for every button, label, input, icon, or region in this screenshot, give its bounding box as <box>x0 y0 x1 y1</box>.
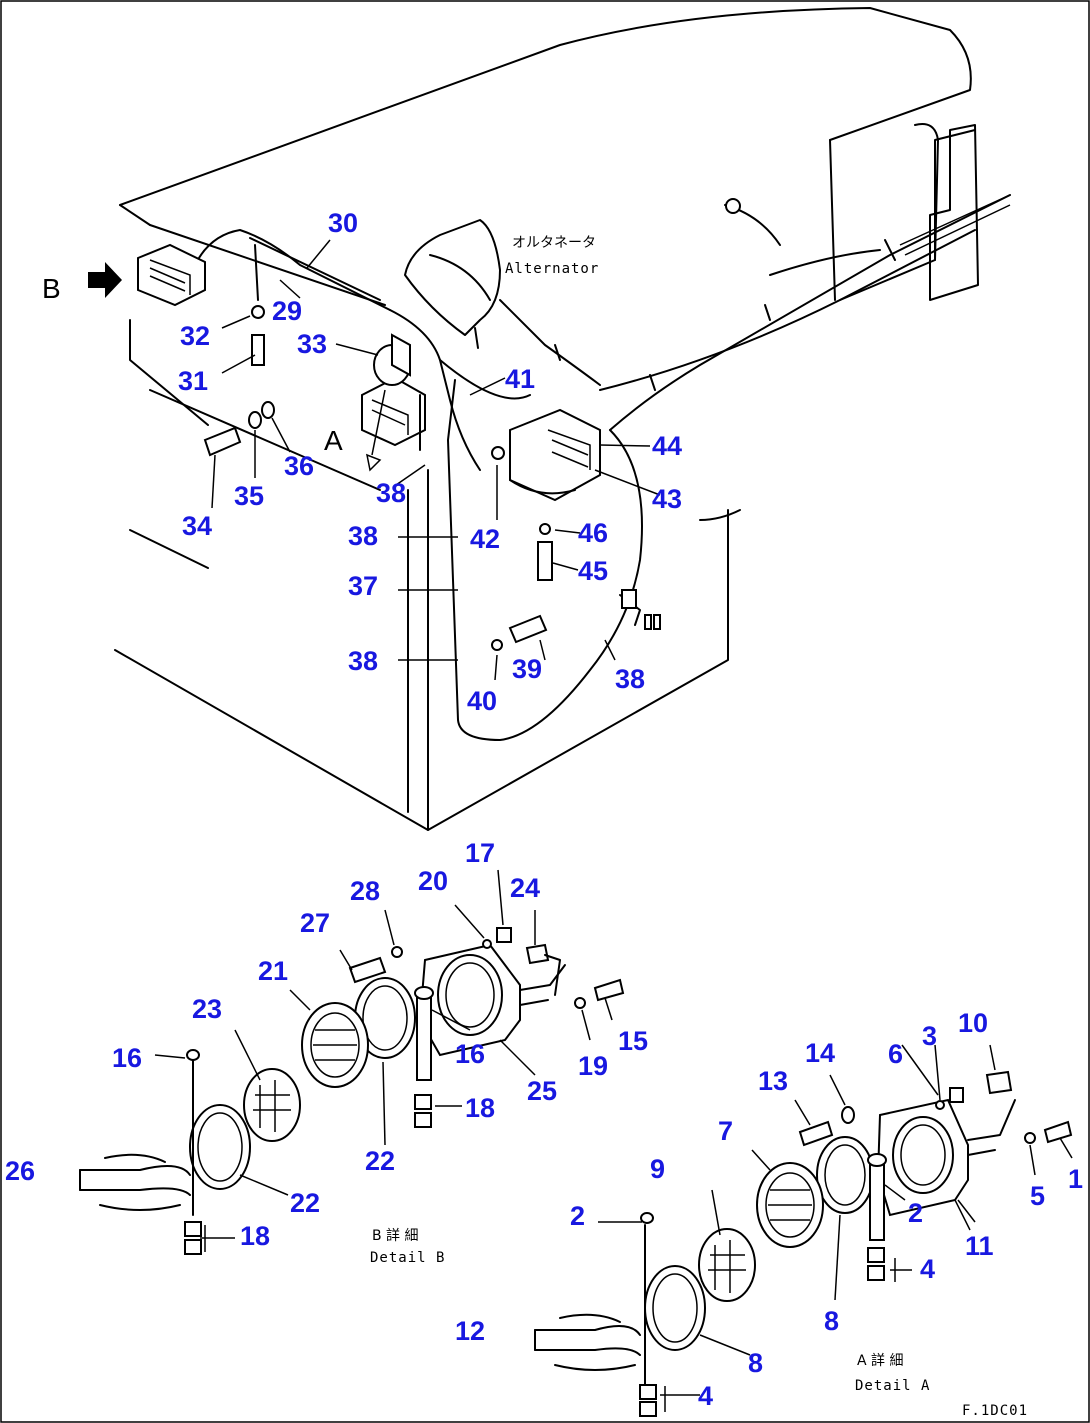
view-marker-b: B <box>42 262 122 304</box>
callout-5: 5 <box>1030 1181 1045 1211</box>
detail-a-caption-en: Detail A <box>855 1378 930 1394</box>
callout-33: 33 <box>297 329 327 359</box>
callout-18: 18 <box>240 1221 270 1251</box>
callout-22: 22 <box>290 1188 320 1218</box>
callout-38: 38 <box>348 521 378 551</box>
callout-2: 2 <box>908 1198 923 1228</box>
callout-39: 39 <box>512 654 542 684</box>
figure-code: F.1DC01 <box>962 1403 1028 1419</box>
callout-31: 31 <box>178 366 208 396</box>
body-fasteners <box>203 305 553 651</box>
detail-b-assembly <box>79 927 625 1255</box>
callout-4: 4 <box>920 1254 935 1284</box>
callout-13: 13 <box>758 1066 788 1096</box>
view-b-letter: B <box>42 273 61 304</box>
detail-b-caption-en: Detail B <box>370 1250 445 1266</box>
callout-numbers: 1 2 2 3 4 4 5 6 7 8 8 9 10 11 12 13 14 1… <box>5 208 1083 1411</box>
callout-44: 44 <box>652 431 682 461</box>
callout-11: 11 <box>965 1231 994 1261</box>
detail-a-caption-jp: A 詳 細 <box>857 1353 903 1369</box>
callout-9: 9 <box>650 1154 665 1184</box>
view-a-letter: A <box>324 425 343 456</box>
callout-8: 8 <box>748 1348 763 1378</box>
callout-20: 20 <box>418 866 448 896</box>
callout-12: 12 <box>455 1316 485 1346</box>
callout-38: 38 <box>348 646 378 676</box>
alternator-label-en: Alternator <box>505 261 599 277</box>
callout-7: 7 <box>718 1116 733 1146</box>
callout-28: 28 <box>350 876 380 906</box>
callout-21: 21 <box>258 956 288 986</box>
callout-6: 6 <box>888 1039 903 1069</box>
callout-29: 29 <box>272 296 302 326</box>
callout-15: 15 <box>618 1026 648 1056</box>
callout-2: 2 <box>570 1201 585 1231</box>
horn <box>509 408 601 502</box>
callout-42: 42 <box>470 524 500 554</box>
callout-27: 27 <box>300 908 330 938</box>
work-lamp-center <box>361 333 426 451</box>
callout-24: 24 <box>510 873 540 903</box>
callout-46: 46 <box>578 518 608 548</box>
callout-45: 45 <box>578 556 608 586</box>
machine-body <box>114 7 1011 831</box>
callout-40: 40 <box>467 686 497 716</box>
detail-b-caption-jp: B 詳 細 <box>372 1228 419 1244</box>
callout-8: 8 <box>824 1306 839 1336</box>
callout-41: 41 <box>505 364 535 394</box>
callout-1: 1 <box>1068 1164 1083 1194</box>
callout-43: 43 <box>652 484 682 514</box>
callout-26: 26 <box>5 1156 35 1186</box>
callout-38: 38 <box>376 478 406 508</box>
callout-17: 17 <box>465 838 495 868</box>
callout-23: 23 <box>192 994 222 1024</box>
callout-14: 14 <box>805 1038 835 1068</box>
callout-38: 38 <box>615 664 645 694</box>
callout-36: 36 <box>284 451 314 481</box>
callout-4: 4 <box>698 1381 713 1411</box>
callout-22: 22 <box>365 1146 395 1176</box>
wiring-harness <box>194 194 1011 741</box>
callout-10: 10 <box>958 1008 988 1038</box>
callout-3: 3 <box>922 1021 937 1051</box>
callout-35: 35 <box>234 481 264 511</box>
callout-19: 19 <box>578 1051 608 1081</box>
alternator-label-jp: オルタネータ <box>512 235 596 251</box>
arrow-right-icon <box>88 262 122 298</box>
detail-a-assembly <box>534 1070 1073 1417</box>
callout-32: 32 <box>180 321 210 351</box>
callout-30: 30 <box>328 208 358 238</box>
callout-16: 16 <box>455 1039 485 1069</box>
work-lamp-left <box>137 243 206 307</box>
leader-lines <box>154 239 1073 1412</box>
callout-25: 25 <box>527 1076 557 1106</box>
callout-16: 16 <box>112 1043 142 1073</box>
callout-18: 18 <box>465 1093 495 1123</box>
callout-37: 37 <box>348 571 378 601</box>
callout-34: 34 <box>182 511 212 541</box>
